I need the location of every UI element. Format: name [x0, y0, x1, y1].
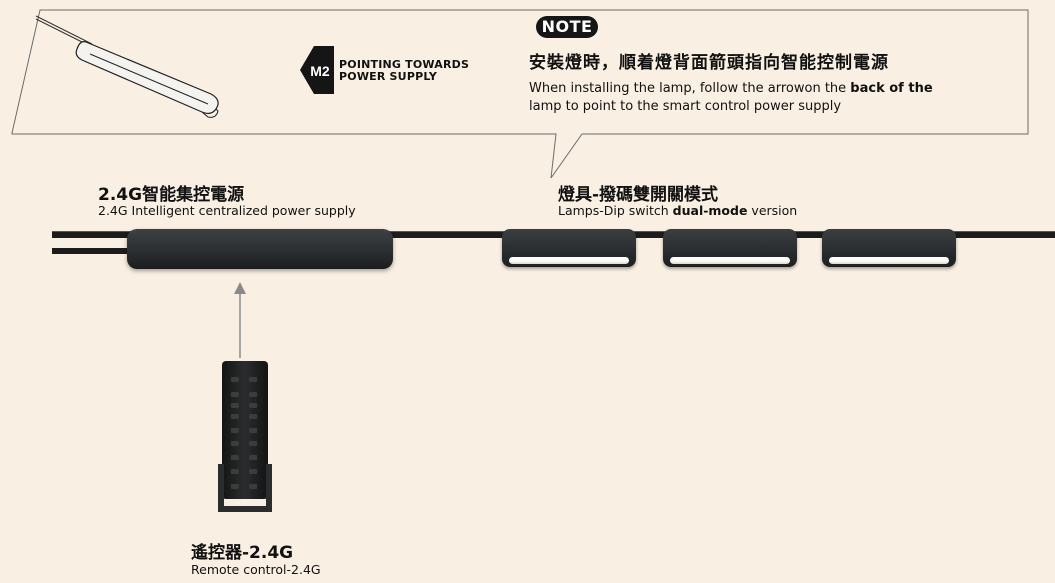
remote-title-english: Remote control-2.4G [191, 562, 321, 577]
note-callout [11, 9, 1029, 179]
lamp-2-lens [670, 257, 790, 264]
signal-arrow [234, 282, 246, 358]
m2-direction-badge: M2 [300, 46, 334, 94]
lamp-1-lens [509, 257, 629, 264]
note-text-english-part2: lamp to point to the smart control power… [529, 99, 842, 114]
power-supply-unit [127, 229, 393, 269]
lamp-3 [822, 229, 956, 267]
lamp-3-lens [829, 257, 949, 264]
lamp-2 [663, 229, 797, 267]
lamp-sketch-illustration [35, 15, 219, 118]
remote-holder [218, 464, 272, 512]
note-text-english-part1: When installing the lamp, follow the arr… [529, 81, 851, 96]
remote-control [222, 361, 268, 499]
remote-title-chinese: 遙控器-2.4G [191, 543, 294, 563]
m2-caption-line2: POWER SUPPLY [339, 70, 438, 83]
lamps-title-english-bold: dual-mode [672, 203, 748, 218]
note-text-english-bold: back of the [850, 81, 933, 96]
lamps-title-chinese: 燈具-撥碼雙開關模式 [558, 185, 719, 205]
power-supply-title-english: 2.4G Intelligent centralized power suppl… [98, 203, 356, 218]
power-supply-title-chinese: 2.4G智能集控電源 [98, 185, 245, 205]
lamps-title-english: Lamps-Dip switch dual-mode version [558, 203, 797, 218]
note-text-chinese: 安裝燈時，順着燈背面箭頭指向智能控制電源 [529, 53, 889, 73]
lamp-1 [502, 229, 636, 267]
note-text-english: When installing the lamp, follow the arr… [529, 80, 989, 116]
lamps-title-english-part2: version [747, 203, 798, 218]
m2-badge-text: M2 [310, 63, 330, 79]
m2-caption-line1: POINTING TOWARDS [339, 58, 470, 71]
note-badge: NOTE [536, 16, 598, 38]
lamps-title-english-part1: Lamps-Dip switch [558, 203, 673, 218]
m2-caption: POINTING TOWARDS POWER SUPPLY [339, 59, 469, 83]
